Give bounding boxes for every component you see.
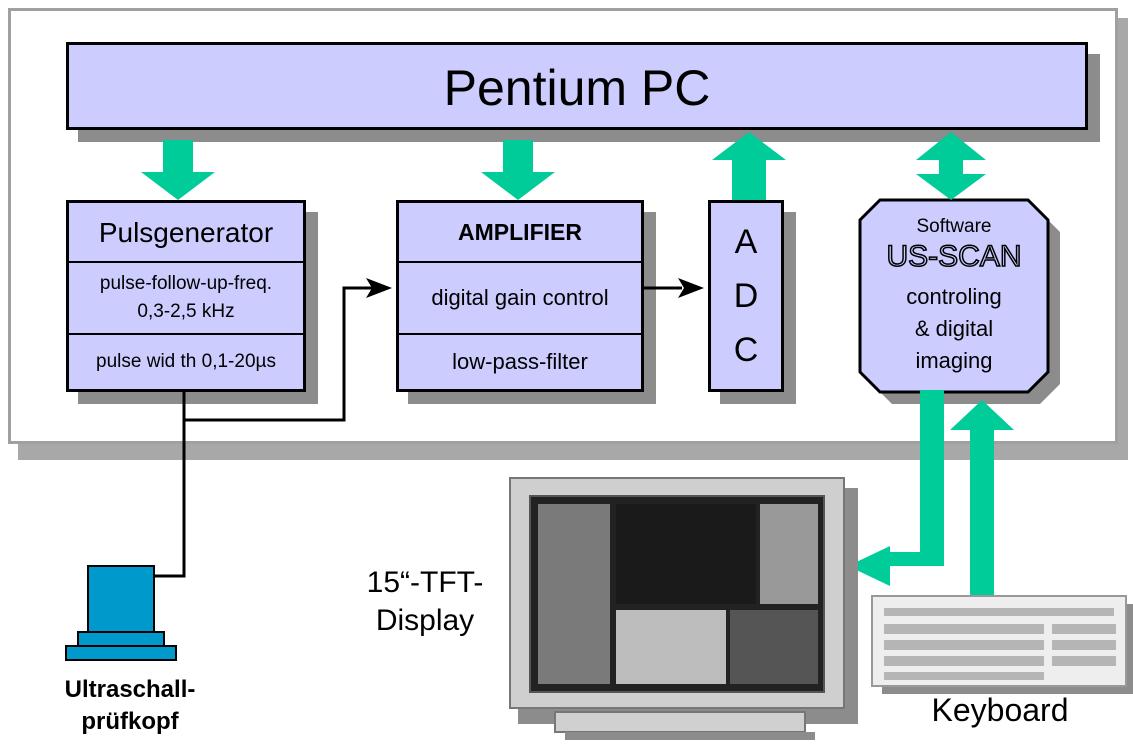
display-label-line2: Display	[375, 604, 475, 637]
software-line3: & digital	[914, 316, 994, 341]
keyboard-label: Keyboard	[931, 692, 1069, 728]
amplifier-box: AMPLIFIER digital gain control low-pass-…	[396, 200, 644, 392]
adc-a: A	[734, 223, 758, 261]
probe-line	[154, 392, 186, 578]
pulsgenerator-title: Pulsgenerator	[98, 217, 274, 248]
display-label-line1: 15“-TFT-	[366, 566, 484, 599]
probe-label-line1: Ultraschall-	[64, 676, 196, 703]
probe-label-line2: prüfkopf	[81, 708, 179, 735]
adc-c: C	[733, 331, 759, 369]
keyboard-icon	[871, 595, 1133, 694]
arrowhead-adc	[678, 278, 704, 298]
software-line4: imaging	[915, 348, 993, 373]
probe-icon	[65, 565, 177, 661]
amplifier-title: AMPLIFIER	[458, 219, 582, 245]
adc-d: D	[733, 277, 759, 315]
adc-box: A D C	[708, 200, 784, 392]
pulse-to-amplifier-line	[184, 286, 372, 422]
arrow-pc-software-bidirectional	[916, 132, 986, 200]
signal-lines	[154, 286, 682, 578]
arrow-software-to-display	[848, 390, 944, 586]
arrow-pc-to-amplifier	[481, 140, 555, 200]
amplifier-gain: digital gain control	[399, 261, 641, 333]
arrowhead-amplifier	[366, 278, 392, 298]
pulsgenerator-freq: pulse-follow-up-freq. 0,3-2,5 kHz	[69, 261, 303, 333]
software-name: US-SCAN	[886, 239, 1023, 274]
arrow-keyboard-to-software	[950, 400, 1014, 596]
pulsgenerator-width: pulse wid th 0,1-20µs	[69, 333, 303, 389]
pc-box: Pentium PC	[66, 42, 1088, 130]
monitor-icon	[509, 477, 858, 740]
pc-label: Pentium PC	[443, 60, 711, 116]
arrow-adc-to-pc	[712, 132, 786, 200]
software-octagon	[858, 198, 1050, 394]
pulsgenerator-box: Pulsgenerator pulse-follow-up-freq. 0,3-…	[66, 200, 306, 392]
arrow-pc-to-pulsgenerator	[141, 140, 215, 200]
arrows	[141, 132, 1014, 596]
software-label: Software	[916, 216, 992, 237]
freq-line2: 0,3-2,5 kHz	[137, 301, 235, 322]
amplifier-filter: low-pass-filter	[399, 333, 641, 389]
software-line2: controling	[906, 284, 1002, 309]
freq-line1: pulse-follow-up-freq.	[99, 273, 273, 294]
